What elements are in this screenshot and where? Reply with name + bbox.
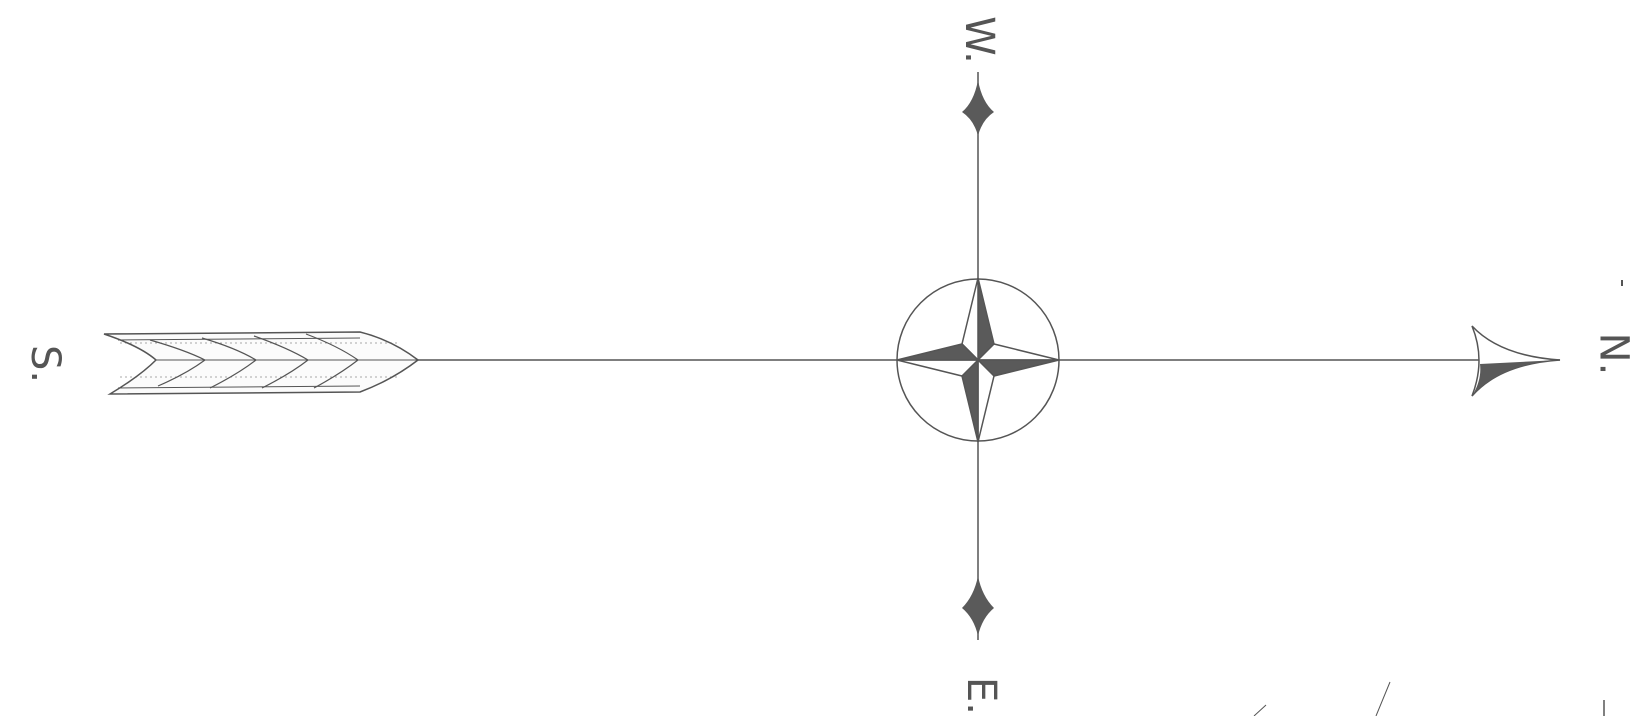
cardinal-diamond-icon: [962, 576, 994, 636]
south-label: S.: [25, 345, 65, 383]
west-label: W.: [959, 16, 999, 64]
north-label: N.: [1593, 333, 1633, 376]
border-line: [1376, 682, 1390, 716]
east-label: E.: [961, 677, 1001, 715]
arrow-fletching-icon: [104, 332, 418, 394]
border-line: [1254, 705, 1266, 716]
compass-rose-icon: [897, 278, 1059, 442]
cardinal-diamond-icon: [962, 80, 994, 136]
arrowhead-icon: [1472, 326, 1560, 396]
